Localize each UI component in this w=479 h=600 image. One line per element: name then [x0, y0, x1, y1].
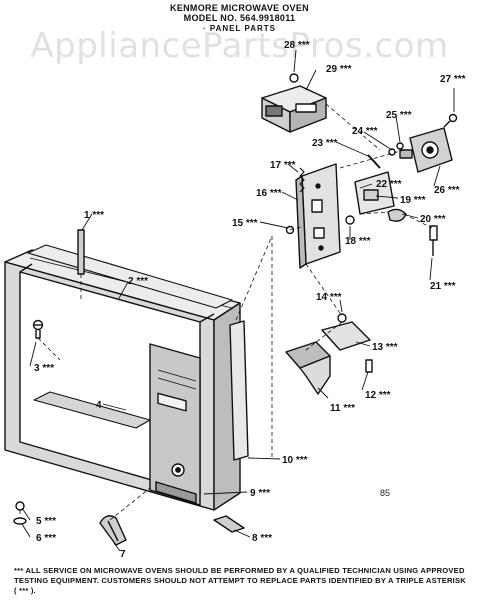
callout-9: 9 *** [250, 488, 270, 499]
callout-10: 10 *** [282, 455, 308, 466]
callout-14: 14 *** [316, 292, 342, 303]
callout-1: 1 *** [84, 210, 104, 221]
callout-23: 23 *** [312, 138, 338, 149]
callout-29: 29 *** [326, 64, 352, 75]
callout-22: 22 *** [376, 179, 402, 190]
callout-8: 8 *** [252, 533, 272, 544]
callout-27: 27 *** [440, 74, 466, 85]
callout-26: 26 *** [434, 185, 460, 196]
callout-28: 28 *** [284, 40, 310, 51]
diagram-code: 85 [380, 488, 391, 498]
callout-5: 5 *** [36, 516, 56, 527]
switch-assembly-part-26 [399, 127, 453, 173]
callout-15: 15 *** [232, 218, 258, 229]
callout-4: 4 [96, 400, 102, 411]
safety-footnote: *** ALL SERVICE ON MICROWAVE OVENS SHOUL… [14, 566, 466, 595]
callout-12: 12 *** [365, 390, 391, 401]
door-frame-part-2 [4, 249, 241, 511]
latch-lever-part-11 [285, 341, 331, 395]
callout-13: 13 *** [372, 342, 398, 353]
callout-18: 18 *** [345, 236, 371, 247]
callout-6: 6 *** [36, 533, 56, 544]
callout-3: 3 *** [34, 363, 54, 374]
callout-19: 19 *** [400, 195, 426, 206]
callout-21: 21 *** [430, 281, 456, 292]
callout-25: 25 *** [386, 110, 412, 121]
latch-switch-part-29 [261, 85, 327, 133]
callout-17: 17 *** [270, 160, 296, 171]
interlock-plate-part-16 [295, 163, 341, 269]
control-panel-part-9 [149, 343, 201, 506]
callout-7: 7 [120, 549, 126, 560]
callout-20: 20 *** [420, 214, 446, 225]
diagram-brand-title: KENMORE MICROWAVE OVEN [170, 3, 309, 13]
callout-16: 16 *** [256, 188, 282, 199]
callout-24: 24 *** [352, 126, 378, 137]
diagram-model-number: MODEL NO. 564.9918011 [183, 13, 296, 23]
callout-2: 2 *** [128, 276, 148, 287]
callout-11: 11 *** [330, 403, 355, 414]
diagram-section-title: · PANEL PARTS [202, 24, 276, 33]
